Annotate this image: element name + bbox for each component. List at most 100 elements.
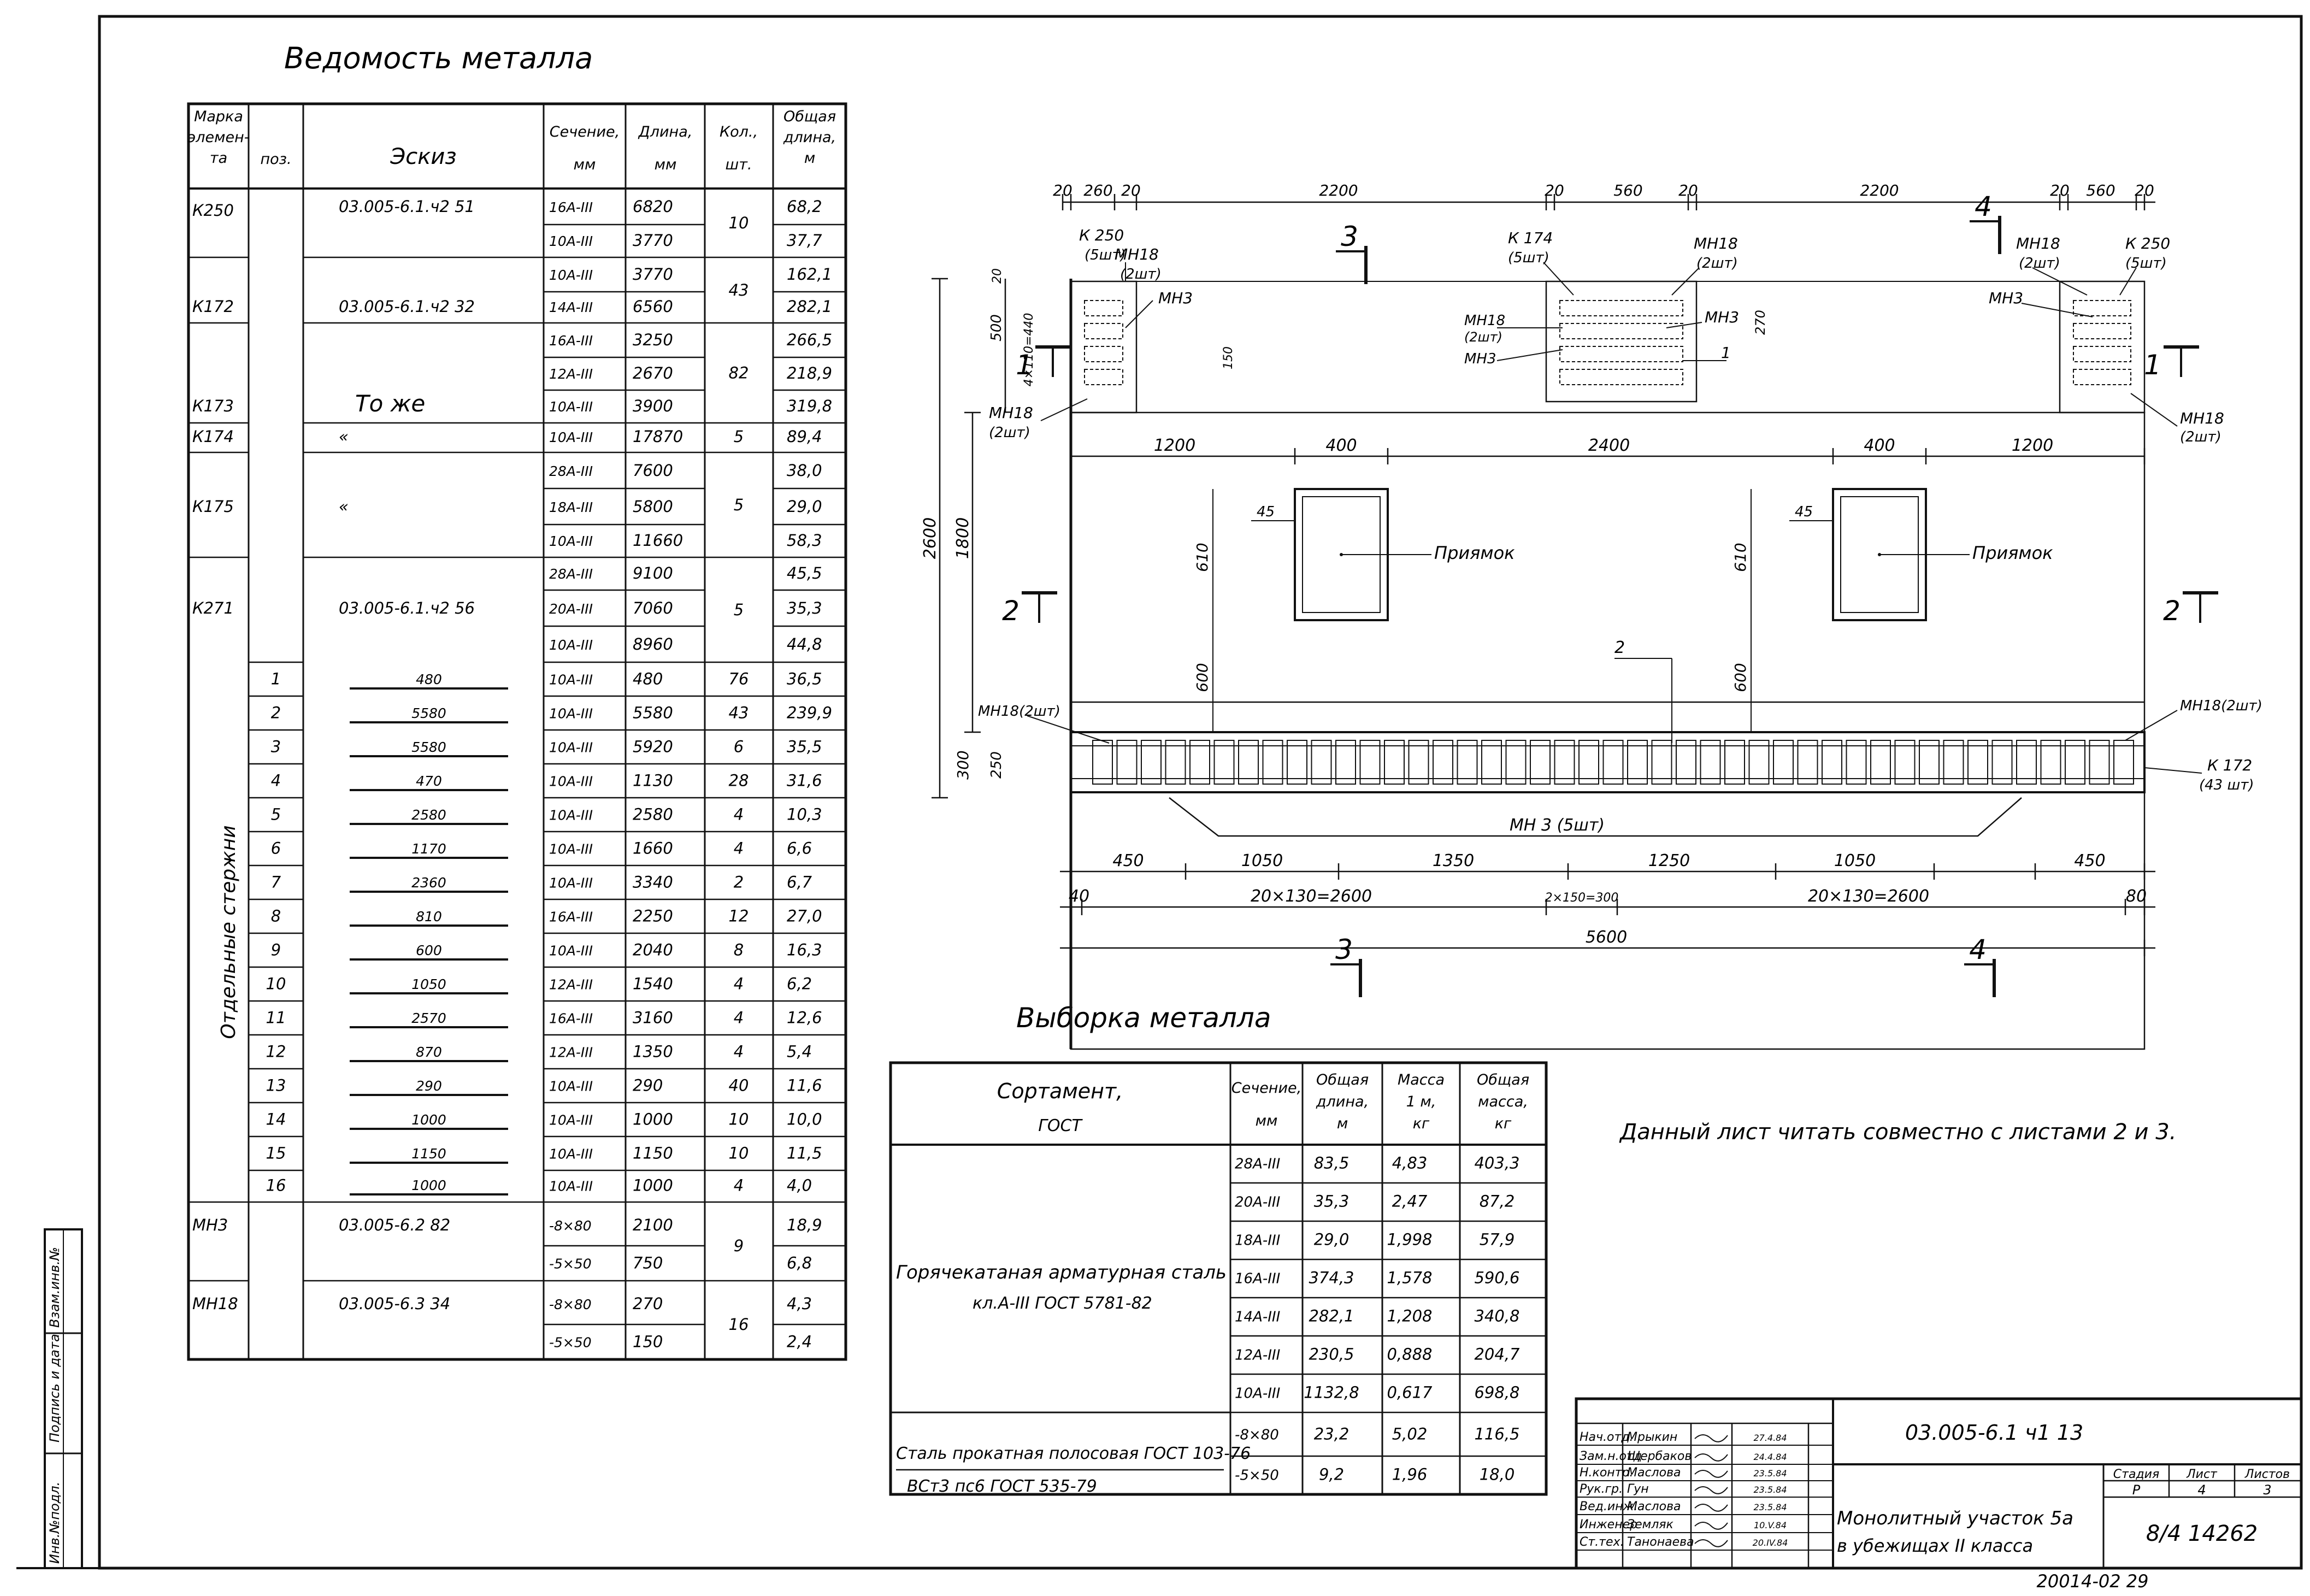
section-number: 3	[1335, 934, 1353, 965]
cell-total: 266,5	[787, 331, 832, 349]
cell-qty: 76	[729, 669, 749, 688]
section-mark: 1	[2144, 345, 2199, 381]
dim-top-label: 2200	[1319, 181, 1358, 199]
label-mn3: МН3	[1705, 308, 1739, 326]
cell-section: 10A-III	[549, 841, 593, 857]
label-mn3-5: МН 3 (5шт)	[1510, 816, 1605, 835]
dim-b1-label: 1250	[1648, 851, 1690, 870]
cell-section: 16A-III	[549, 1010, 593, 1026]
label-mn18: МН18	[1464, 313, 1505, 329]
stamp-name: Танонаева	[1627, 1535, 1694, 1549]
cell-total: 58,3	[787, 531, 822, 550]
cell-pos: 13	[266, 1076, 286, 1094]
header-2: кг	[1413, 1115, 1430, 1132]
cell-total: 27,0	[787, 906, 822, 925]
header-4: Длина,	[638, 123, 693, 140]
side-label-replace: Взам.инв.№	[47, 1247, 62, 1328]
cell-section: 12A-III	[549, 366, 593, 382]
cell-length: 2250	[633, 906, 673, 925]
leader	[2130, 393, 2178, 427]
vyborka-frame	[889, 1061, 1548, 1496]
header-0: та	[210, 150, 227, 167]
cell-length: 282,1	[1309, 1306, 1354, 1325]
cell-pos: 16	[266, 1176, 286, 1195]
cell-total: 18,9	[787, 1216, 822, 1234]
cell-sketch: 5580	[411, 705, 446, 721]
header-5: Кол.,	[720, 123, 758, 140]
cell-length: 1132,8	[1304, 1383, 1359, 1401]
cell-length: 29,0	[1314, 1230, 1350, 1248]
cell-total: 11,5	[787, 1144, 822, 1162]
dim-2600: 2600	[921, 517, 940, 559]
dim-b2-label: 40	[1069, 887, 1089, 906]
leader	[2119, 267, 2137, 296]
cell-qty: 4	[734, 1008, 744, 1027]
cell-total: 204,7	[1474, 1345, 1520, 1363]
stirrup	[2113, 740, 2134, 785]
cell-total: 89,4	[787, 427, 822, 446]
label-mn18_2: МН18(2шт)	[978, 703, 1060, 720]
cell-qty: 4	[734, 1176, 744, 1195]
section-mark: 1	[1016, 345, 1071, 381]
leader	[2144, 767, 2202, 774]
dim-mid-label: 1200	[2012, 436, 2053, 455]
dim-top-label: 2200	[1860, 181, 1899, 199]
cell-qty: 2	[734, 873, 744, 891]
cell-section: 10A-III	[549, 1146, 593, 1162]
label-mn3: МН3	[1989, 289, 2023, 307]
cell-section: 18A-III	[1235, 1232, 1280, 1248]
stamp-sheet: 4	[2197, 1482, 2206, 1498]
leader	[1125, 300, 1153, 328]
stamp-sheets: 3	[2263, 1482, 2271, 1498]
cell-pos: 5	[271, 805, 281, 823]
signature-mark	[1694, 1434, 1728, 1442]
header-1: поз.	[260, 151, 291, 168]
cell-total: 239,9	[787, 703, 832, 722]
cell-section: 16A-III	[1235, 1270, 1280, 1287]
section-mark: 4	[1970, 191, 2001, 254]
header-2: 1 м,	[1406, 1093, 1436, 1110]
cell-section: -5×50	[549, 1256, 592, 1272]
stirrup	[1116, 740, 1138, 785]
stirrup	[1797, 740, 1818, 785]
cell-section: -5×50	[549, 1335, 592, 1351]
label-mn18_qty: (2шт)	[2019, 255, 2060, 272]
cell-total: 4,3	[787, 1294, 812, 1313]
dim-b1-label: 1050	[1241, 851, 1283, 870]
cell-length: 5920	[633, 737, 673, 756]
cell-mark: К173	[192, 397, 234, 415]
cell-section: -8×80	[549, 1297, 592, 1312]
cell-length: 35,3	[1314, 1192, 1350, 1210]
cell-sketch: То же	[355, 390, 425, 417]
cell-length: 1130	[633, 771, 673, 790]
cell-total: 116,5	[1474, 1425, 1519, 1444]
cell-section: 10A-III	[549, 875, 593, 891]
cell-total: 218,9	[787, 364, 832, 382]
dim-mid-label: 400	[1864, 436, 1895, 455]
dim-b2-label: 2×150=300	[1545, 891, 1619, 905]
cell-length: 2670	[633, 364, 673, 382]
cell-section: 14A-III	[1235, 1309, 1280, 1325]
cell-section: -8×80	[549, 1218, 592, 1234]
cell-qty: 16	[729, 1315, 749, 1334]
cell-qty: 4	[734, 1042, 744, 1061]
cell-length: 11660	[633, 531, 683, 550]
group-strip-steel: Сталь прокатная полосовая ГОСТ 103-76	[896, 1444, 1251, 1463]
stirrup	[1554, 740, 1575, 785]
cell-total: 29,0	[787, 497, 822, 516]
cell-qty: 5	[734, 496, 744, 514]
section-mark: 3	[1330, 934, 1362, 997]
cell-length: 3160	[633, 1008, 673, 1027]
section-number: 1	[1016, 349, 1033, 381]
